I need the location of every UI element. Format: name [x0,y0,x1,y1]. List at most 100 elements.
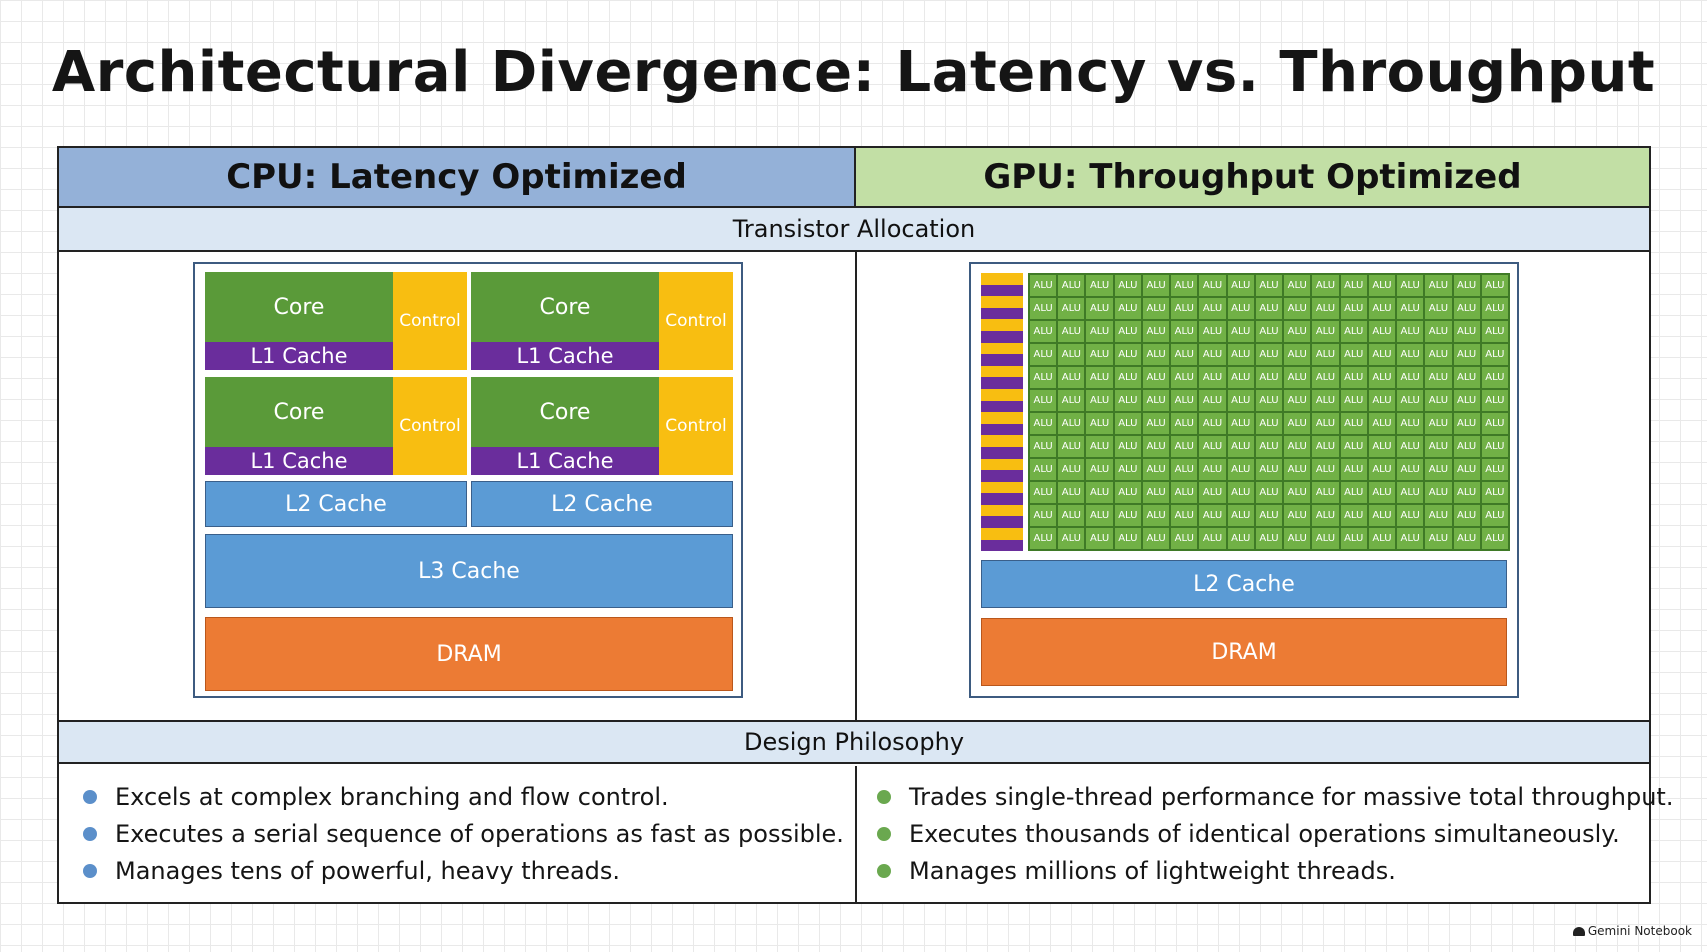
alu-cell: ALU [1142,436,1170,457]
alu-cell: ALU [1453,459,1480,480]
gpu-control-block [981,388,1023,401]
alu-cell: ALU [1481,436,1508,457]
gpu-l1-cache-block [981,330,1023,343]
alu-cell: ALU [1086,413,1113,434]
gpu-control-block [981,481,1023,494]
alu-cell: ALU [1453,505,1480,526]
alu-cell: ALU [1453,275,1480,296]
alu-cell: ALU [1255,321,1283,342]
alu-cell: ALU [1255,275,1283,296]
alu-cell: ALU [1142,413,1170,434]
alu-cell: ALU [1453,344,1480,365]
alu-cell: ALU [1199,390,1226,411]
alu-cell: ALU [1368,482,1396,503]
alu-cell: ALU [1030,413,1057,434]
alu-cell: ALU [1086,505,1113,526]
alu-cell: ALU [1227,413,1254,434]
alu-cell: ALU [1453,482,1480,503]
alu-cell: ALU [1086,390,1113,411]
alu-cell: ALU [1171,413,1198,434]
alu-cell: ALU [1086,275,1113,296]
alu-cell: ALU [1030,275,1057,296]
alu-cell: ALU [1397,459,1424,480]
alu-cell: ALU [1058,275,1085,296]
alu-cell: ALU [1397,344,1424,365]
alu-cell: ALU [1142,367,1170,388]
gpu-l1-cache-block [981,377,1023,389]
core-block: Core [205,272,393,342]
alu-cell: ALU [1425,482,1452,503]
alu-cell: ALU [1142,505,1170,526]
alu-cell: ALU [1255,298,1283,319]
alu-cell: ALU [1340,298,1367,319]
alu-cell: ALU [1453,413,1480,434]
alu-cell: ALU [1368,367,1396,388]
alu-cell: ALU [1284,459,1311,480]
gpu-l1-cache-block [981,400,1023,413]
alu-cell: ALU [1142,275,1170,296]
control-block: Control [393,272,467,370]
gpu-l1-cache-block [981,284,1023,297]
alu-cell: ALU [1284,367,1311,388]
alu-cell: ALU [1227,275,1254,296]
transistor-allocation-header: Transistor Allocation [59,208,1649,252]
l3-cache-block: L3 Cache [205,534,733,608]
gpu-l1-cache-block [981,423,1023,436]
alu-cell: ALU [1340,367,1367,388]
alu-cell: ALU [1453,390,1480,411]
alu-cell: ALU [1397,528,1424,549]
alu-cell: ALU [1114,482,1141,503]
alu-cell: ALU [1312,298,1339,319]
alu-cell: ALU [1058,367,1085,388]
bullet-dot-icon [877,826,891,841]
alu-cell: ALU [1255,505,1283,526]
gpu-control-block [981,296,1023,308]
list-item: Executes a serial sequence of operations… [83,815,844,852]
page-title: Architectural Divergence: Latency vs. Th… [51,40,1656,105]
alu-cell: ALU [1030,321,1057,342]
alu-cell: ALU [1481,528,1508,549]
alu-cell: ALU [1227,459,1254,480]
alu-cell: ALU [1425,367,1452,388]
alu-cell: ALU [1397,505,1424,526]
alu-cell: ALU [1397,482,1424,503]
alu-cell: ALU [1255,344,1283,365]
alu-cell: ALU [1255,367,1283,388]
alu-cell: ALU [1227,367,1254,388]
alu-cell: ALU [1340,390,1367,411]
control-block: Control [659,272,733,370]
alu-cell: ALU [1030,505,1057,526]
alu-cell: ALU [1481,413,1508,434]
alu-cell: ALU [1058,344,1085,365]
alu-cell: ALU [1255,390,1283,411]
alu-cell: ALU [1425,321,1452,342]
alu-cell: ALU [1453,436,1480,457]
alu-cell: ALU [1030,482,1057,503]
alu-cell: ALU [1425,344,1452,365]
l2-cache-block: L2 Cache [471,481,733,527]
alu-cell: ALU [1058,390,1085,411]
cpu-diagram: Core L1 Cache Control Core L1 Cache Cont… [193,262,743,698]
cpu-header: CPU: Latency Optimized [59,148,856,208]
alu-cell: ALU [1284,436,1311,457]
gpu-l1-cache-block [981,446,1023,459]
alu-cell: ALU [1368,344,1396,365]
alu-cell: ALU [1284,321,1311,342]
alu-cell: ALU [1284,413,1311,434]
dram-block: DRAM [205,617,733,691]
alu-cell: ALU [1171,482,1198,503]
alu-cell: ALU [1397,275,1424,296]
alu-cell: ALU [1481,367,1508,388]
alu-cell: ALU [1340,436,1367,457]
alu-cell: ALU [1171,528,1198,549]
alu-cell: ALU [1227,298,1254,319]
alu-cell: ALU [1058,321,1085,342]
cpu-core-unit: Core L1 Cache Control [471,272,733,370]
alu-cell: ALU [1368,459,1396,480]
gpu-l2-cache-block: L2 Cache [981,560,1507,608]
l1-cache-block: L1 Cache [471,447,659,475]
alu-cell: ALU [1481,344,1508,365]
list-item: Trades single-thread performance for mas… [877,778,1673,815]
alu-cell: ALU [1114,436,1141,457]
alu-cell: ALU [1086,459,1113,480]
